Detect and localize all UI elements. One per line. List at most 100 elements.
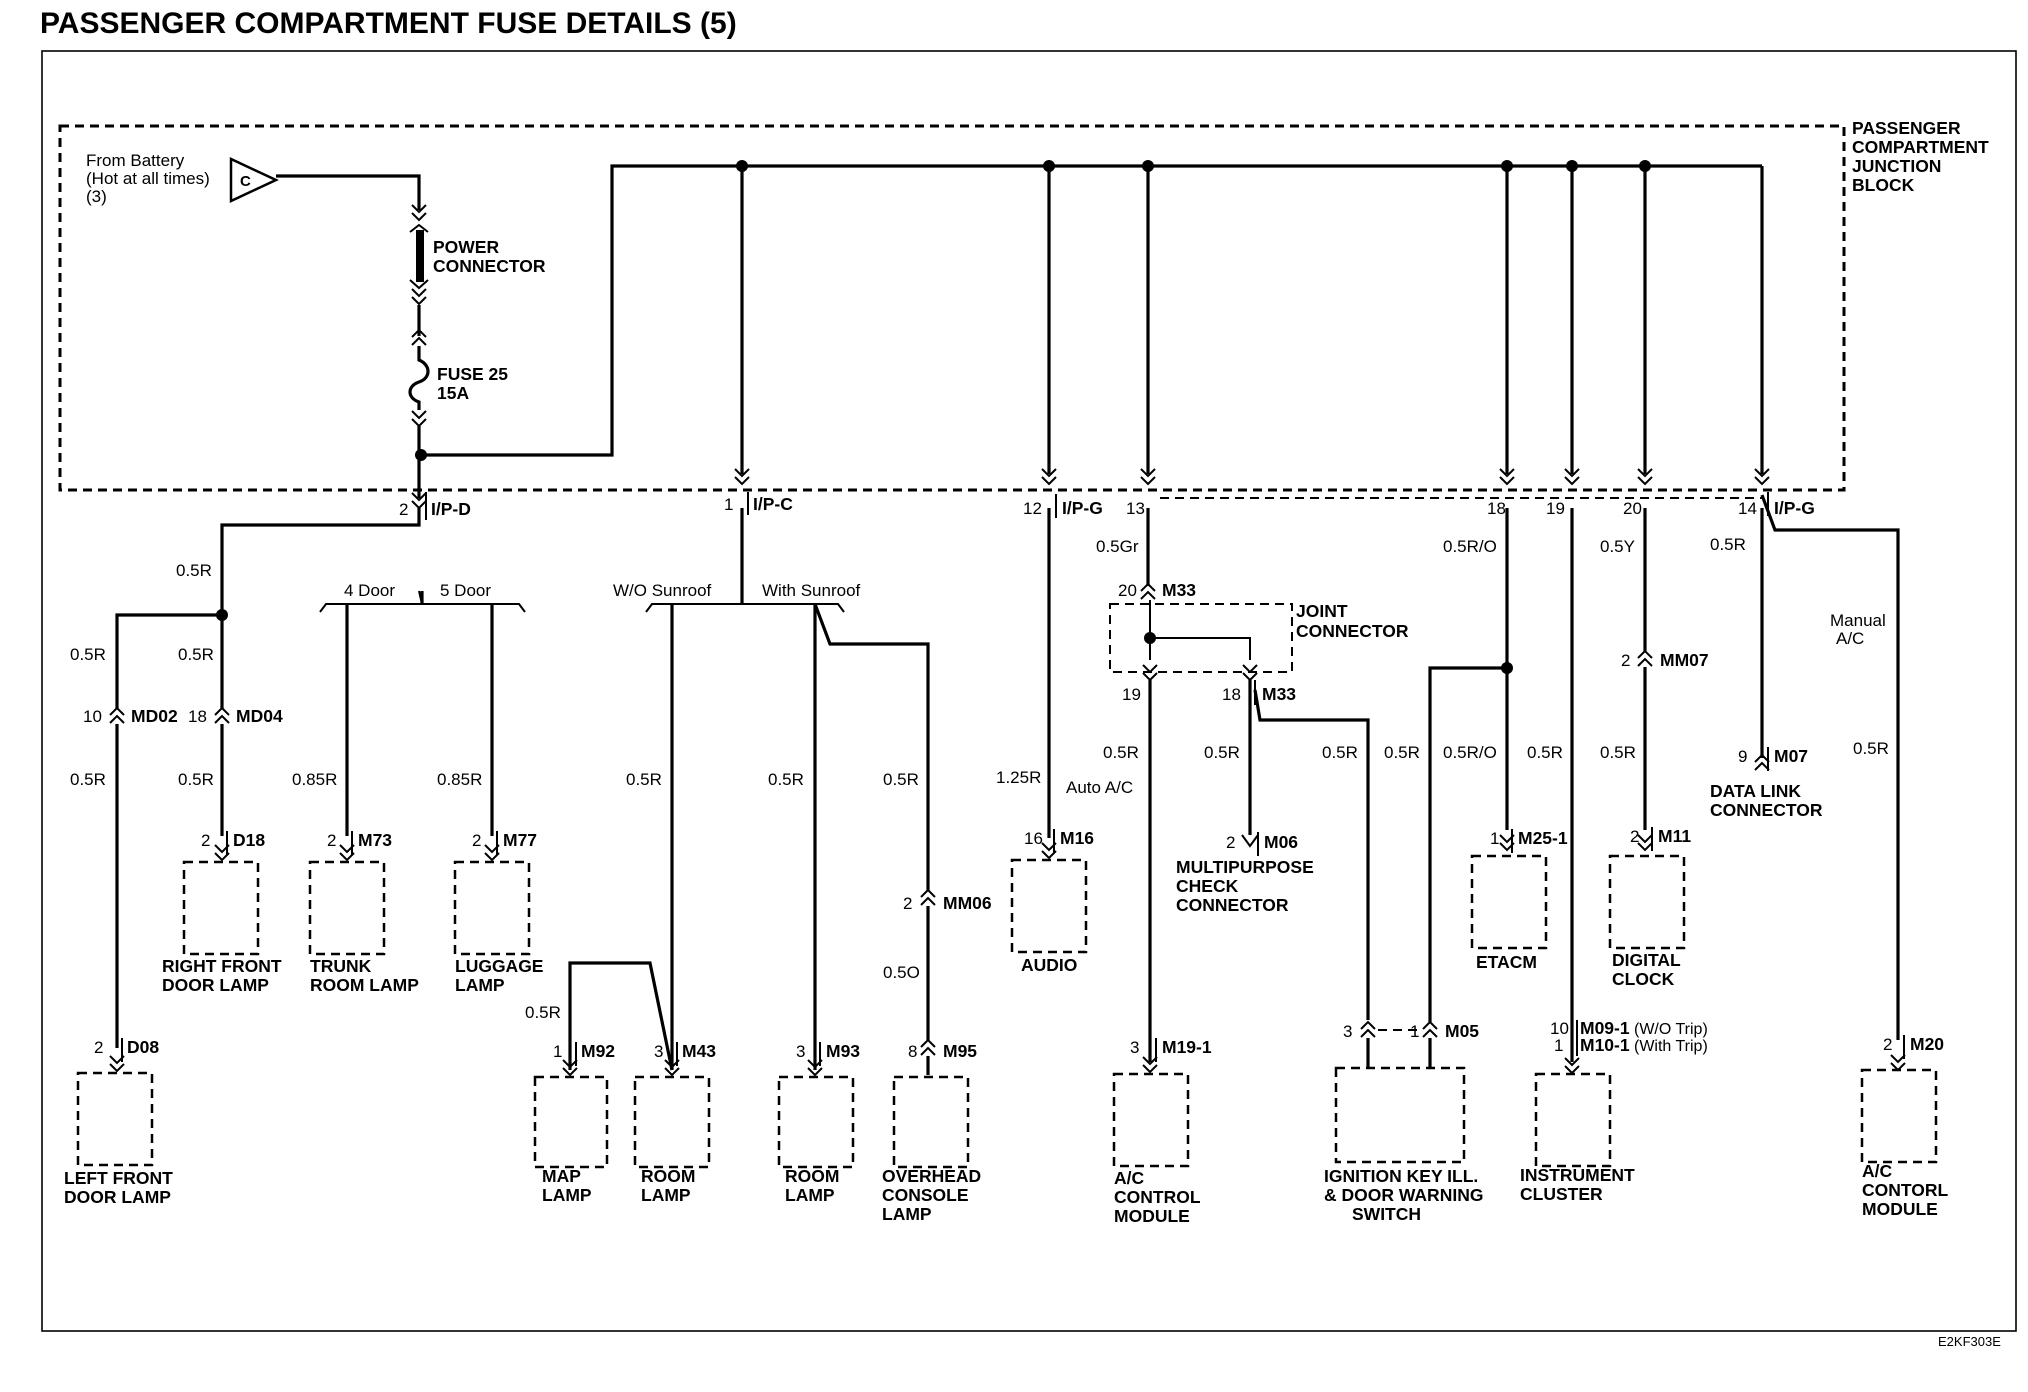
svg-text:0.85R: 0.85R [292,770,337,789]
svg-text:M07: M07 [1774,746,1808,766]
svg-text:M33: M33 [1162,580,1196,600]
svg-text:0.5R: 0.5R [1204,743,1240,762]
svg-text:M43: M43 [682,1041,716,1061]
svg-text:SWITCH: SWITCH [1352,1204,1421,1224]
svg-text:RIGHT FRONT: RIGHT FRONT [162,956,282,976]
figure-id: E2KF303E [1938,1334,2001,1349]
svg-text:MM06: MM06 [943,893,992,913]
svg-text:MAP: MAP [542,1166,581,1186]
component-overhead-console-lamp: 8 M95 OVERHEAD CONSOLE LAMP [882,1039,981,1224]
svg-text:JOINT: JOINT [1296,601,1348,621]
svg-text:8: 8 [908,1042,917,1061]
component-map-lamp: 1 M92 MAP LAMP [533,1041,615,1205]
connector-icon [920,889,936,906]
svg-text:0.5R: 0.5R [1103,743,1139,762]
svg-text:M05: M05 [1445,1021,1479,1041]
svg-text:3: 3 [1130,1038,1139,1057]
svg-text:0.5R/O: 0.5R/O [1443,537,1497,556]
power-connector-label-2: CONNECTOR [433,256,546,276]
svg-text:2: 2 [1883,1035,1892,1054]
svg-text:ROOM LAMP: ROOM LAMP [310,975,419,995]
component-multipurpose-check-connector: 2 M06 MULTIPURPOSE CHECK CONNECTOR [1176,832,1314,915]
svg-text:0.5R: 0.5R [626,770,662,789]
svg-text:Auto A/C: Auto A/C [1066,778,1133,797]
svg-text:M95: M95 [943,1041,977,1061]
svg-text:2: 2 [1630,827,1639,846]
svg-text:MD02: MD02 [131,706,178,726]
svg-text:0.5R: 0.5R [1384,743,1420,762]
power-connector-label-1: POWER [433,237,499,257]
component-trunk-room-lamp: 2 M73 TRUNK ROOM LAMP [308,830,419,995]
svg-text:CLOCK: CLOCK [1612,969,1675,989]
svg-text:With Sunroof: With Sunroof [762,581,861,600]
svg-text:10: 10 [1550,1019,1569,1038]
junction-block-label-3: JUNCTION [1852,156,1941,176]
wire-label: 0.5R [176,561,212,580]
svg-text:M06: M06 [1264,832,1298,852]
svg-text:1.25R: 1.25R [996,768,1041,787]
diagram-frame [41,50,2017,1332]
svg-text:MD04: MD04 [236,706,283,726]
component-right-front-door-lamp: 2 D18 RIGHT FRONT DOOR LAMP [162,830,282,995]
svg-text:0.5R: 0.5R [70,770,106,789]
power-connector-icon [416,230,424,282]
svg-text:3: 3 [796,1042,805,1061]
svg-text:0.5R: 0.5R [1710,535,1746,554]
svg-text:10: 10 [83,707,102,726]
svg-text:1: 1 [1490,829,1499,848]
svg-text:16: 16 [1024,829,1043,848]
svg-text:LAMP: LAMP [641,1185,691,1205]
component-room-lamp-m93: 3 M93 ROOM LAMP [777,1041,860,1205]
svg-text:0.5R: 0.5R [768,770,804,789]
svg-text:MM07: MM07 [1660,650,1709,670]
svg-text:(With Trip): (With Trip) [1634,1038,1708,1055]
svg-text:CLUSTER: CLUSTER [1520,1184,1603,1204]
component-left-front-door-lamp: 2 D08 LEFT FRONT DOOR LAMP [64,1037,173,1207]
component-instrument-cluster: 10 M09-1 (W/O Trip) 1 M10-1 (With Trip) … [1520,1018,1708,1204]
svg-text:0.5R: 0.5R [1322,743,1358,762]
svg-text:M73: M73 [358,830,392,850]
svg-text:DOOR LAMP: DOOR LAMP [64,1187,171,1207]
svg-text:Manual: Manual [1830,611,1886,630]
battery-label-3: (3) [86,187,107,206]
svg-text:IGNITION KEY ILL.: IGNITION KEY ILL. [1324,1166,1478,1186]
svg-text:M19-1: M19-1 [1162,1037,1212,1057]
svg-text:18: 18 [188,707,207,726]
svg-text:1: 1 [553,1042,562,1061]
svg-text:INSTRUMENT: INSTRUMENT [1520,1165,1635,1185]
svg-text:0.5R: 0.5R [525,1003,561,1022]
pin-label: 2 [399,500,408,519]
svg-text:0.5R: 0.5R [178,770,214,789]
svg-text:0.5Y: 0.5Y [1600,537,1635,556]
svg-text:0.5R/O: 0.5R/O [1443,743,1497,762]
component-audio: 16 M16 AUDIO [1010,828,1094,975]
page-title: PASSENGER COMPARTMENT FUSE DETAILS (5) [40,7,737,40]
battery-source-symbol: C [240,173,251,190]
svg-text:CONTORL: CONTORL [1862,1180,1949,1200]
fuse-icon [408,346,430,410]
svg-text:M25-1: M25-1 [1518,828,1568,848]
pin-label: 20 [1623,499,1642,518]
svg-text:0.5R: 0.5R [70,645,106,664]
svg-text:0.5R: 0.5R [1600,743,1636,762]
svg-text:2: 2 [903,894,912,913]
svg-text:M77: M77 [503,830,537,850]
junction-block-label-2: COMPARTMENT [1852,137,1989,157]
svg-text:LAMP: LAMP [542,1185,592,1205]
junction-block-label-1: PASSENGER [1852,118,1961,138]
svg-text:DATA LINK: DATA LINK [1710,781,1801,801]
svg-text:3: 3 [654,1042,663,1061]
svg-text:LAMP: LAMP [785,1185,835,1205]
svg-text:MODULE: MODULE [1862,1199,1938,1219]
svg-text:ETACM: ETACM [1476,952,1537,972]
bus-bar [421,164,1762,457]
svg-text:(W/O Trip): (W/O Trip) [1634,1021,1708,1038]
svg-text:D18: D18 [233,830,265,850]
fuse-label-2: 15A [437,383,469,403]
svg-text:4 Door: 4 Door [344,581,395,600]
svg-text:M33: M33 [1262,684,1296,704]
connector-icon [1140,583,1156,600]
svg-text:MULTIPURPOSE: MULTIPURPOSE [1176,857,1314,877]
svg-text:MODULE: MODULE [1114,1206,1190,1226]
svg-text:M16: M16 [1060,828,1094,848]
